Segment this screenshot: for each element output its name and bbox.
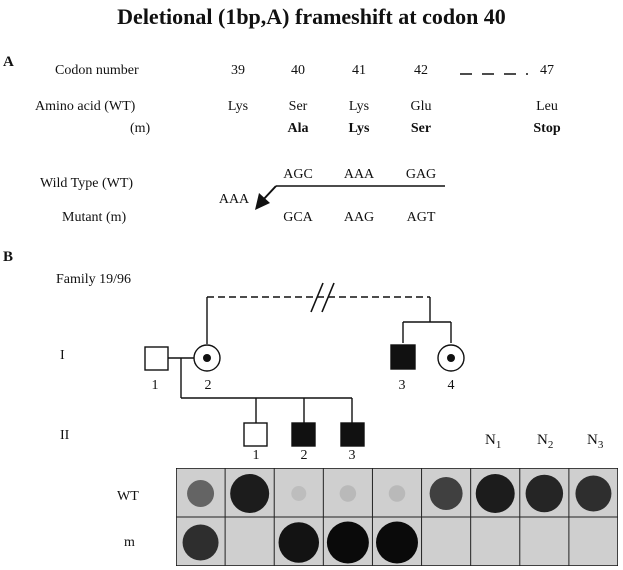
ii3-id: 3 [348,448,356,463]
row-m-label: m [124,535,135,550]
blot-dot-wt-II-3 [388,485,406,502]
codon-39: 39 [231,63,245,78]
aa-m-47: Stop [533,121,561,136]
row-wt-label: WT [117,489,139,504]
aa-m-40: Ala [287,121,309,136]
deleted-nucleotide: AAA [218,192,250,207]
blot-dot-wt-II-2 [339,485,357,502]
i3-male-affected [390,344,416,370]
mut-seq-40: GCA [283,210,313,225]
ii2-male-affected [291,422,316,447]
break-mark-1 [310,282,324,313]
ii2-id: 2 [300,448,308,463]
normal-1-label: N1 [485,432,502,451]
aa-wt-39: Lys [227,99,249,114]
aa-wt-40: Ser [288,99,308,114]
frameshift-arrow-icon [255,185,445,210]
mutant-label: Mutant (m) [62,210,127,225]
blot-dot-m-II-1 [278,522,320,563]
blot-dot-wt-N2 [525,474,564,513]
pedigree [144,282,465,447]
blot-dot-wt-N3 [575,475,612,512]
codon-41: 41 [352,63,366,78]
normal-3-label: N3 [587,432,604,451]
family-label: Family 19/96 [56,272,132,287]
i4-id: 4 [447,378,455,393]
figure-title: Deletional (1bp,A) frameshift at codon 4… [117,4,506,29]
codon-40: 40 [291,63,305,78]
ii3-male-affected [340,422,365,447]
panel-b-label: B [3,249,14,265]
blot-dot-wt-I-4 [429,477,463,510]
i2-id: 2 [204,378,212,393]
i1-male-unaffected [144,346,169,371]
dot-blot [176,468,618,566]
codon-47: 47 [540,63,554,78]
blot-dot-m-II-3 [376,521,418,564]
amino-acid-wt-label: Amino acid (WT) [35,99,136,114]
i4-carrier-dot [447,354,455,362]
aa-wt-41: Lys [348,99,370,114]
blot-dot-wt-II-1 [291,486,307,501]
mut-seq-42: AGT [406,210,436,225]
blot-dot-m-I-1 [182,524,219,561]
i3-id: 3 [398,378,406,393]
i1-id: 1 [151,378,159,393]
codon-number-label: Codon number [55,63,139,78]
ii1-id: 1 [252,448,260,463]
generation-ii-label: II [60,428,70,443]
amino-acid-m-label: (m) [130,121,151,136]
aa-wt-47: Leu [536,99,558,114]
break-mark-2 [321,282,335,313]
wt-seq-40: AGC [283,167,313,182]
codon-42: 42 [414,63,428,78]
ii1-male-unaffected [243,422,268,447]
i2-carrier-dot [203,354,211,362]
blot-dot-wt-I-1 [187,480,215,507]
generation-i-label: I [60,348,65,363]
aa-m-41: Lys [348,121,370,136]
blot-dot-wt-I-2 [230,474,270,513]
aa-wt-42: Glu [410,99,432,114]
wt-seq-41: AAA [343,167,375,182]
mut-seq-41: AAG [343,210,375,225]
aa-m-42: Ser [410,121,432,136]
panel-a-label: A [3,54,14,70]
normal-2-label: N2 [537,432,554,451]
wild-type-label: Wild Type (WT) [40,176,134,191]
blot-dot-wt-N1 [475,474,515,513]
wt-seq-42: GAG [405,167,437,182]
blot-dot-m-II-2 [326,521,369,564]
